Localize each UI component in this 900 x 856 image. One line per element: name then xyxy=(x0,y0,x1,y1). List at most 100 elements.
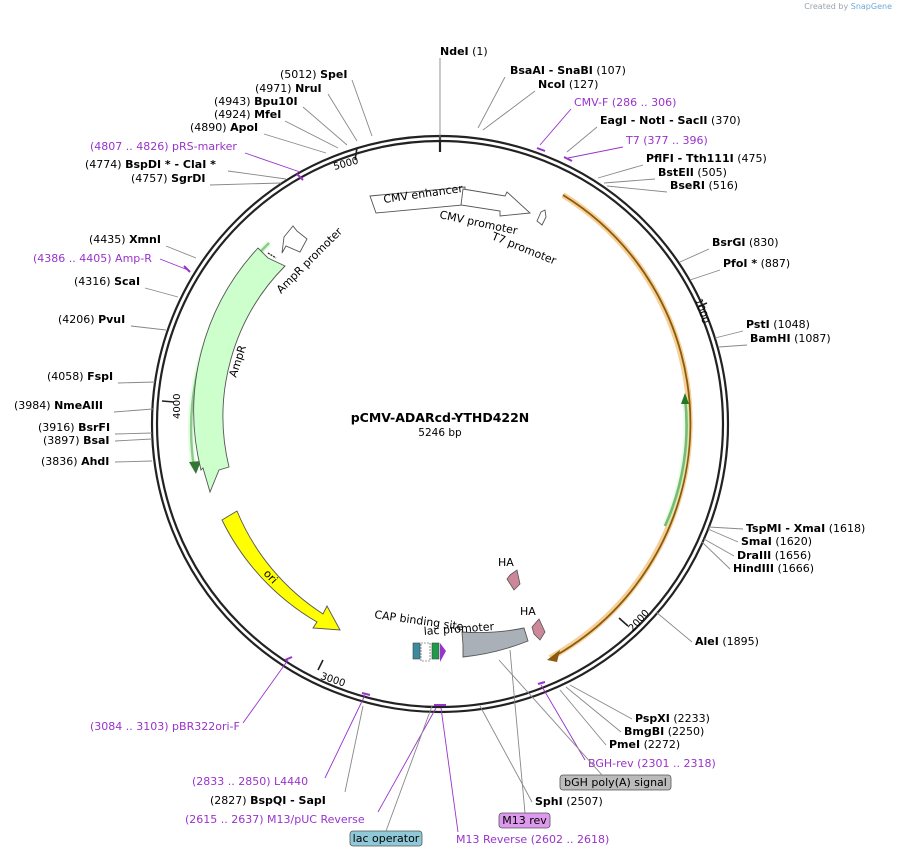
site-pflfi[interactable]: PflFI - Tth111I (475) xyxy=(597,152,767,179)
site-pvui[interactable]: (4206) PvuI xyxy=(58,313,167,331)
site-bmgbi[interactable]: BmgBI (2250) xyxy=(565,686,704,738)
svg-text:BamHI (1087): BamHI (1087) xyxy=(750,332,831,345)
svg-text:TspMI - XmaI (1618): TspMI - XmaI (1618) xyxy=(746,522,865,535)
site-ncoi[interactable]: NcoI (127) xyxy=(482,78,598,131)
restriction-sites: NdeI (1) BsaAI - SnaBI (107)NcoI (127) Eag… xyxy=(14,45,865,808)
site-bsai[interactable]: (3897) BsaI xyxy=(43,434,153,447)
primer-cmvf[interactable]: CMV-F (286 .. 306) xyxy=(539,96,676,146)
site-pos: (2827) xyxy=(210,794,250,807)
site-bpu10i[interactable]: (4943) Bpu10I xyxy=(214,95,348,146)
svg-text:(3084 .. 3103) pBR322ori-F: (3084 .. 3103) pBR322ori-F xyxy=(90,720,240,733)
site-bspdi[interactable]: (4774) BspDI * - ClaI * xyxy=(85,158,287,180)
tick-label-5000: 5000 xyxy=(332,156,359,173)
svg-text:(4971) NruI: (4971) NruI xyxy=(255,82,322,95)
site-bsrfi[interactable]: (3916) BsrFI xyxy=(38,421,153,435)
primer-m13pucreverse[interactable]: (2615 .. 2637) M13/pUC Reverse xyxy=(185,707,437,826)
lac-promoter-label: lac promoter xyxy=(423,620,495,638)
svg-text:(3836) AhdI: (3836) AhdI xyxy=(41,455,109,468)
svg-text:(4206) PvuI: (4206) PvuI xyxy=(58,313,125,326)
svg-text:BsaAI - SnaBI (107): BsaAI - SnaBI (107) xyxy=(510,64,626,77)
svg-text:M13 Reverse (2602 .. 2618): M13 Reverse (2602 .. 2618) xyxy=(456,833,609,846)
site-alei[interactable]: AleI (1895) xyxy=(655,611,759,648)
site-nmeaiii[interactable]: (3984) NmeAIII xyxy=(14,399,154,413)
site-xmni[interactable]: (4435) XmnI xyxy=(89,233,197,259)
lac-promoter-box xyxy=(431,642,440,660)
ha-label-1: HA xyxy=(498,556,514,569)
credit-prefix: Created by xyxy=(804,2,849,11)
svg-text:HindIII (1666): HindIII (1666) xyxy=(733,562,814,575)
site-ndei[interactable]: NdeI (1) xyxy=(439,45,488,140)
primer-t7[interactable]: T7 (377 .. 396) xyxy=(567,134,708,159)
site-sphi[interactable]: SphI (2507) xyxy=(479,705,603,808)
site-bsaai[interactable]: BsaAI - SnaBI (107) xyxy=(477,64,626,129)
site-smai[interactable]: SmaI (1620) xyxy=(707,528,812,548)
cds-arc xyxy=(554,194,692,657)
svg-text:NcoI (127): NcoI (127) xyxy=(538,78,598,91)
site-pos: (4435) xyxy=(89,233,129,246)
site-draiii[interactable]: DraIII (1656) xyxy=(703,538,811,562)
site-bamhi[interactable]: BamHI (1087) xyxy=(718,332,831,348)
svg-text:(4435) XmnI: (4435) XmnI xyxy=(89,233,161,246)
site-pos: (4943) xyxy=(214,95,254,108)
ampr-promoter-label: AmpR promoter xyxy=(274,225,345,296)
site-pos: (4890) xyxy=(190,121,230,134)
primer-prsmarker[interactable]: (4807 .. 4826) pRS-marker xyxy=(90,140,301,173)
site-pos: (4774) xyxy=(85,158,125,171)
svg-text:AleI (1895): AleI (1895) xyxy=(695,635,759,648)
tag-bghpolyasignal[interactable]: bGH poly(A) signal xyxy=(559,774,672,791)
ha-tag-2 xyxy=(531,618,546,641)
tick-label-2000: 2000 xyxy=(627,608,652,634)
site-pos: (4757) xyxy=(131,172,171,185)
site-bseri[interactable]: BseRI (516) xyxy=(606,179,738,193)
site-apoi[interactable]: (4890) ApoI xyxy=(190,121,327,154)
svg-text:M13 rev: M13 rev xyxy=(502,814,547,827)
site-sgrdi[interactable]: (4757) SgrDI xyxy=(131,172,282,186)
site-eagi[interactable]: EagI - NotI - SacII (370) xyxy=(566,114,741,153)
site-fspi[interactable]: (4058) FspI xyxy=(47,370,156,384)
site-pos: (3916) xyxy=(38,421,78,434)
site-nrui[interactable]: (4971) NruI xyxy=(255,82,358,142)
primer-labels: CMV-F (286 .. 306)T7 (377 .. 396) (4807 .… xyxy=(33,96,716,846)
cds-arc-outline xyxy=(548,192,693,661)
svg-text:(3984) NmeAIII: (3984) NmeAIII xyxy=(14,399,103,412)
primer-m13reverse[interactable]: M13 Reverse (2602 .. 2618) xyxy=(440,707,609,846)
site-scai[interactable]: (4316) ScaI xyxy=(74,275,179,298)
svg-text:(3897) BsaI: (3897) BsaI xyxy=(43,434,110,447)
site-spei[interactable]: (5012) SpeI xyxy=(280,68,373,137)
svg-text:(4807 .. 4826) pRS-marker: (4807 .. 4826) pRS-marker xyxy=(90,140,237,153)
site-bspqi[interactable]: (2827) BspQI - SapI xyxy=(210,705,364,807)
site-pos: (3897) xyxy=(43,434,83,447)
site-pos: (4316) xyxy=(74,275,114,288)
svg-text:BstEII (505): BstEII (505) xyxy=(658,166,727,179)
site-pos: (3836) xyxy=(41,455,81,468)
site-pmei[interactable]: PmeI (2272) xyxy=(559,689,680,751)
site-ahdi[interactable]: (3836) AhdI xyxy=(41,455,153,468)
svg-text:(4890) ApoI: (4890) ApoI xyxy=(190,121,258,134)
site-hindiii[interactable]: HindIII (1666) xyxy=(701,541,814,575)
site-bsteii[interactable]: BstEII (505) xyxy=(603,166,727,184)
ampr-promoter-arrowhead xyxy=(189,461,201,474)
site-mfei[interactable]: (4924) MfeI xyxy=(214,108,339,149)
svg-text:(4386 .. 4405) Amp-R: (4386 .. 4405) Amp-R xyxy=(33,252,152,265)
ythd-arrowhead xyxy=(681,393,689,404)
primer-pbr322orif[interactable]: (3084 .. 3103) pBR322ori-F xyxy=(90,659,289,733)
svg-text:(4774) BspDI * - ClaI *: (4774) BspDI * - ClaI * xyxy=(85,158,216,171)
svg-text:PstI (1048): PstI (1048) xyxy=(746,318,810,331)
svg-text:NdeI (1): NdeI (1) xyxy=(440,45,488,58)
svg-text:(2615 .. 2637) M13/pUC Revers: (2615 .. 2637) M13/pUC Reverse xyxy=(185,813,365,826)
tick-label-1000: 1000 xyxy=(692,297,710,325)
site-tspmi[interactable]: TspMI - XmaI (1618) xyxy=(708,522,865,535)
svg-text:T7 (377 .. 396): T7 (377 .. 396) xyxy=(625,134,708,147)
primer-ampr[interactable]: (4386 .. 4405) Amp-R xyxy=(33,252,189,271)
tag-m13rev[interactable]: M13 rev xyxy=(498,812,551,829)
primer-l4440[interactable]: (2833 .. 2850) L4440 xyxy=(192,694,366,788)
site-psti[interactable]: PstI (1048) xyxy=(714,318,810,339)
site-bsrgi[interactable]: BsrGI (830) xyxy=(679,236,779,263)
site-pfoi[interactable]: PfoI * (887) xyxy=(689,257,790,281)
svg-text:(2833 .. 2850) L4440: (2833 .. 2850) L4440 xyxy=(192,775,308,788)
tag-lacoperator[interactable]: lac operator xyxy=(349,830,423,847)
site-pspxi[interactable]: PspXI (2233) xyxy=(569,684,710,725)
svg-text:(4316) ScaI: (4316) ScaI xyxy=(74,275,140,288)
svg-text:PflFI - Tth111I (475): PflFI - Tth111I (475) xyxy=(646,152,767,165)
